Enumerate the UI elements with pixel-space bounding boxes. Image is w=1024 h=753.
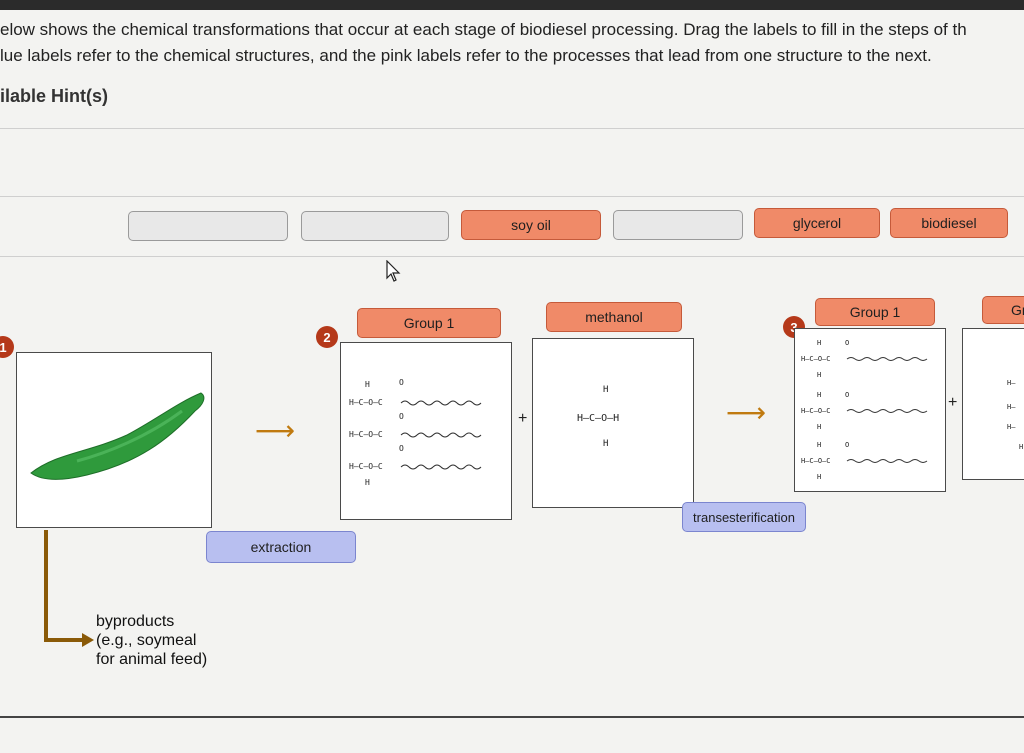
svg-text:H—C—O—C: H—C—O—C (801, 457, 831, 465)
divider-bank-bottom (0, 256, 1024, 257)
group-2-drop-label-partial[interactable]: Gr (982, 296, 1024, 324)
group-1-drop-label-b[interactable]: Group 1 (815, 298, 935, 326)
svg-text:H: H (817, 339, 821, 347)
byproducts-label: byproducts (e.g., soymeal for animal fee… (96, 612, 207, 669)
methanol-structure-box: H H—C—O—H H (532, 338, 694, 508)
glycerol-structure-icon: H— H— H— H (1007, 379, 1023, 451)
svg-text:H: H (817, 371, 821, 379)
label-biodiesel[interactable]: biodiesel (890, 208, 1008, 238)
label-glycerol[interactable]: glycerol (754, 208, 880, 238)
step-3-biodiesel-box: H O H—C—O—C H H O H—C—O—C H H O H—C—O—C H (794, 328, 946, 492)
svg-text:H—C—O—C: H—C—O—C (801, 407, 831, 415)
label-bank-slot-1[interactable] (128, 211, 288, 241)
divider-bank-top (0, 196, 1024, 197)
instruction-line-1: elow shows the chemical transformations … (0, 20, 967, 39)
plus-sign: + (948, 394, 958, 411)
byproducts-connector-arrow-icon (44, 530, 94, 647)
plus-sign: + (518, 410, 528, 427)
byproducts-line-1: byproducts (96, 613, 175, 630)
step-2-triglyceride-box: H O H—C—O—C O H—C—O—C O H—C—O—C H (340, 342, 512, 520)
methanol-row: H—C—O—H (577, 413, 620, 424)
methanol-h-bottom: H (603, 439, 609, 449)
transesterification-process-label[interactable]: transesterification (682, 502, 806, 532)
svg-text:H: H (817, 441, 821, 449)
step-1-badge: 1 (0, 336, 14, 358)
svg-text:H—C—O—C: H—C—O—C (801, 355, 831, 363)
arrow-right-icon: ⟶ (255, 415, 296, 446)
svg-text:H: H (817, 391, 821, 399)
svg-text:O: O (399, 412, 404, 421)
group-1-drop-label-a[interactable]: Group 1 (357, 308, 501, 338)
byproducts-line-2: (e.g., soymeal (96, 632, 197, 649)
svg-text:H: H (817, 473, 821, 481)
label-bank: soy oil glycerol biodiesel (128, 208, 1018, 244)
hints-link[interactable]: ilable Hint(s) (0, 86, 109, 106)
svg-text:O: O (399, 378, 404, 387)
step-2-badge: 2 (316, 326, 338, 348)
svg-text:H—C—O—C: H—C—O—C (349, 398, 383, 407)
methyl-ester-structure-icon: H O H—C—O—C H H O H—C—O—C H H O H—C—O—C H (801, 339, 928, 481)
byproducts-line-3: for animal feed) (96, 651, 208, 668)
svg-text:H—C—O—C: H—C—O—C (349, 430, 383, 439)
svg-text:H: H (817, 423, 821, 431)
extraction-process-label[interactable]: extraction (206, 531, 356, 563)
svg-text:H—C—O—C: H—C—O—C (349, 462, 383, 471)
soybean-pod-icon (30, 392, 205, 480)
triglyceride-structure-icon: H O H—C—O—C O H—C—O—C O H—C—O—C H (349, 378, 482, 487)
step-4-glycerol-box-partial: H— H— H— H (962, 328, 1024, 480)
label-bank-slot-4[interactable] (613, 210, 743, 240)
step-1-soybean-box (16, 352, 212, 528)
methanol-h-top: H (603, 385, 609, 395)
methanol-drop-label[interactable]: methanol (546, 302, 682, 332)
divider-top (0, 128, 1024, 129)
mouse-cursor-icon (386, 260, 401, 282)
label-bank-slot-2[interactable] (301, 211, 449, 241)
arrow-right-icon: ⟶ (726, 397, 767, 428)
svg-text:H: H (365, 478, 370, 487)
svg-text:H—: H— (1007, 423, 1016, 431)
svg-text:H—: H— (1007, 379, 1016, 387)
top-bezel (0, 0, 1024, 10)
svg-text:O: O (845, 391, 849, 399)
svg-text:H: H (365, 380, 370, 389)
panel-bottom-edge (0, 716, 1024, 718)
svg-text:H: H (1019, 443, 1023, 451)
svg-text:O: O (399, 444, 404, 453)
instruction-line-2: lue labels refer to the chemical structu… (0, 46, 932, 65)
label-soy-oil[interactable]: soy oil (461, 210, 601, 240)
svg-text:O: O (845, 441, 849, 449)
svg-text:O: O (845, 339, 849, 347)
svg-text:H—: H— (1007, 403, 1016, 411)
